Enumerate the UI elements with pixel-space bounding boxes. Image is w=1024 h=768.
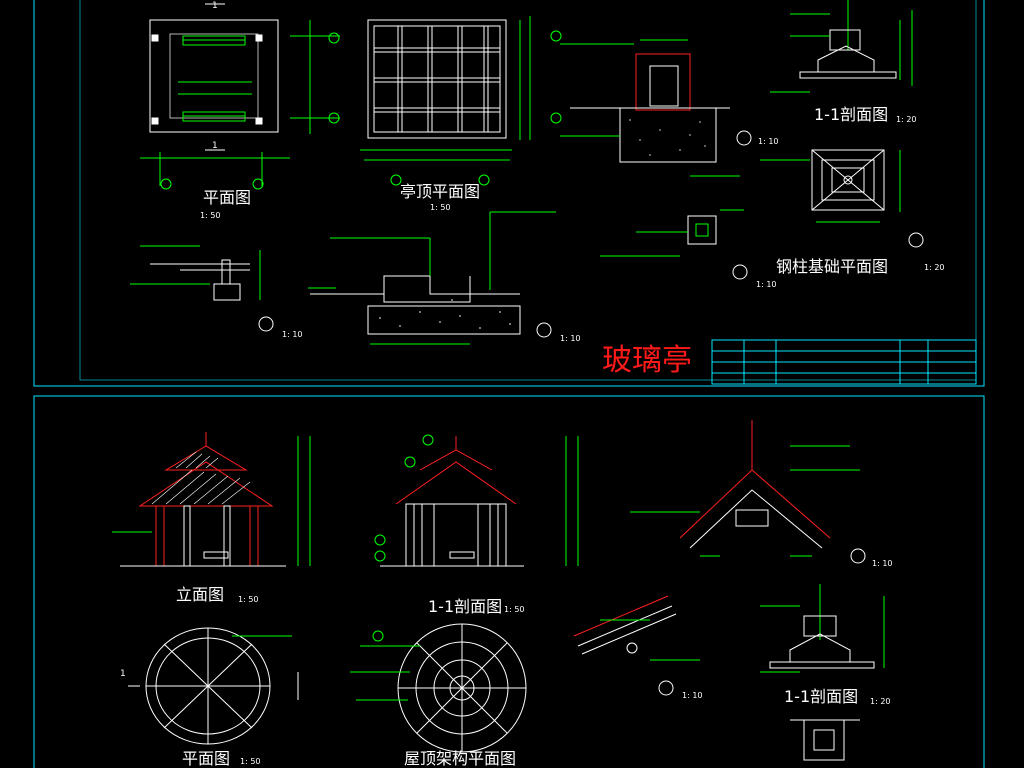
section-1-1-title: 1-1剖面图: [814, 105, 888, 124]
roof-frame-plan-title: 屋顶架构平面图: [404, 749, 516, 768]
detail-scale-f: 1: 10: [682, 691, 703, 700]
detail-scale-e: 1: 10: [872, 559, 893, 568]
detail-scale-c: 1: 10: [282, 330, 303, 339]
foundation-section-drawing: [308, 211, 556, 345]
pavilion-section-title: 1-1剖面图: [428, 597, 502, 616]
roof-apex-detail-drawing: [630, 420, 860, 557]
plan-section-mark-bottom: 1: [212, 141, 218, 151]
column-base-plan-drawing: [760, 149, 901, 223]
elevation-title: 立面图: [176, 585, 224, 604]
column-detail-drawing: [560, 39, 740, 177]
plan-section-mark-top: 1: [212, 1, 218, 11]
column-detail-concrete-fill: [629, 119, 706, 156]
gutter-callout: [258, 316, 274, 332]
column-base-plan-scale: 1: 20: [924, 263, 945, 272]
foundation-callout: [536, 322, 552, 338]
column-base-plan-title: 钢柱基础平面图: [776, 257, 888, 276]
pavilion-section-scale: 1: 50: [504, 605, 525, 614]
roof-plan-drawing: [360, 16, 562, 186]
elevation-scale: 1: 50: [238, 595, 259, 604]
small-detail-callout: [732, 264, 748, 280]
foundation-concrete-fill: [379, 299, 511, 329]
base-callout-circle: [908, 232, 924, 248]
gutter-detail-drawing: [130, 245, 261, 301]
plan-drawing: [140, 3, 340, 190]
detail-scale-b: 1: 10: [756, 280, 777, 289]
beam-detail-drawing: [573, 595, 700, 661]
beam-callout: [658, 680, 674, 696]
plan-title: 平面图: [203, 188, 251, 207]
pavilion-section-drawing: [374, 434, 579, 567]
small-column-detail: [600, 209, 744, 257]
title-block: [711, 339, 977, 385]
drawing-title-stamp: 玻璃亭: [602, 343, 692, 378]
apex-callout: [850, 548, 866, 564]
section-detail-sheet2-title: 1-1剖面图: [784, 687, 858, 706]
detail-scale-a: 1: 10: [758, 137, 779, 146]
elevation-drawing: [112, 432, 311, 567]
section-detail-sheet2-scale: 1: 20: [870, 697, 891, 706]
elevation-roof-hatch: [151, 451, 251, 505]
round-plan-title: 平面图: [182, 749, 230, 768]
section-detail-sheet2-drawing: [760, 584, 885, 761]
roof-plan-title: 亭顶平面图: [400, 182, 480, 201]
section-1-1-drawing: [770, 0, 913, 93]
roof-frame-plan-drawing: [350, 623, 527, 753]
detail-callout-circle: [736, 130, 752, 146]
sheet-2-border: [33, 395, 985, 768]
round-plan-section-mark: 1: [120, 669, 126, 679]
detail-scale-d: 1: 10: [560, 334, 581, 343]
sheet-1-border: [33, 0, 985, 387]
section-1-1-scale: 1: 20: [896, 115, 917, 124]
round-plan-drawing: [128, 627, 299, 745]
round-plan-scale: 1: 50: [240, 757, 261, 766]
plan-scale: 1: 50: [200, 211, 221, 220]
roof-plan-scale: 1: 50: [430, 203, 451, 212]
